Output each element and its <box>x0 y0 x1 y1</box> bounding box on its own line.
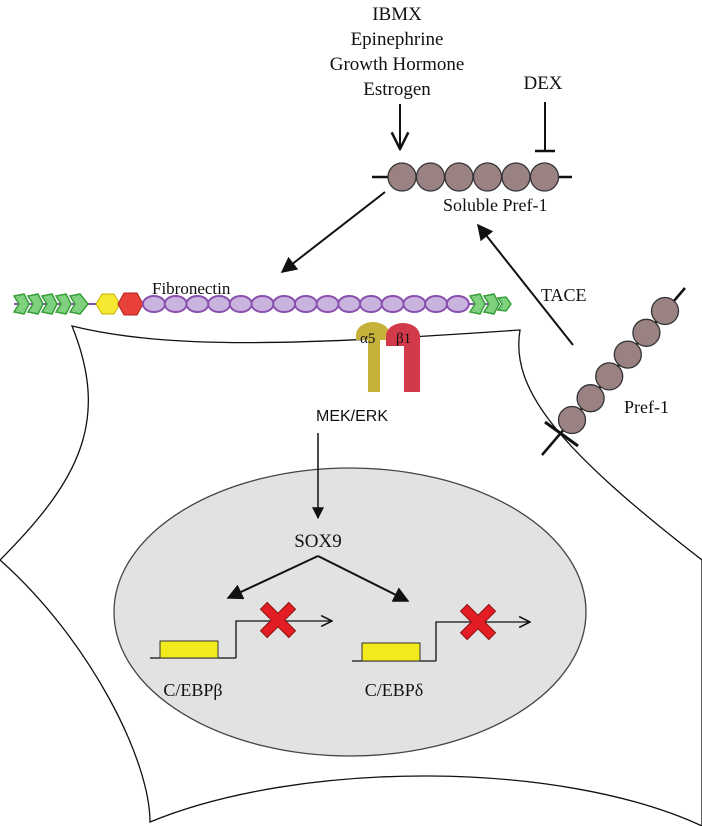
soluble-pref1-bead <box>444 162 474 192</box>
membrane-pref1-bead <box>650 296 680 326</box>
inhibitor-dex: DEX <box>523 73 562 94</box>
soluble-pref1-bead <box>501 162 531 192</box>
fibronectin <box>12 292 512 316</box>
tace-arrow <box>477 223 574 346</box>
fibronectin-green-modules-left <box>12 293 89 315</box>
sox9-to-cebpb-arrow <box>226 555 319 600</box>
integrin-beta-label: β1 <box>396 331 411 347</box>
fibronectin-bead <box>359 295 383 313</box>
soluble-pref1-bead <box>472 162 503 192</box>
fibronectin-bead <box>293 295 318 313</box>
fibronectin-bead <box>163 295 188 313</box>
fibronectin-bead <box>207 295 232 313</box>
pref1-label: Pref-1 <box>624 397 669 417</box>
stimulus-estrogen: Estrogen <box>363 79 431 100</box>
fibronectin-yellow-module <box>95 293 121 315</box>
fibronectin-bead <box>185 295 210 313</box>
fibronectin-bead <box>380 295 405 313</box>
membrane-pref1-bead <box>632 318 661 347</box>
soluble-pref1-bead <box>415 162 446 192</box>
cebpd-gene-box <box>361 642 421 662</box>
mek-erk-label: MEK/ERK <box>316 408 388 425</box>
cebpd-transcription-arrow <box>435 622 530 661</box>
cebpb-gene-box <box>159 640 219 659</box>
tace-label: TACE <box>541 285 587 305</box>
fibronectin-bead <box>424 295 449 313</box>
membrane-pref1-beads <box>557 296 680 435</box>
cebpb-block-x-icon <box>259 601 297 639</box>
integrin-beta1 <box>386 323 420 392</box>
stimulus-epinephrine: Epinephrine <box>351 29 444 50</box>
membrane-pref1 <box>541 287 686 456</box>
gene-cebpd <box>352 603 530 662</box>
membrane-pref1-bead <box>595 362 624 391</box>
gene-cebpb <box>150 601 332 659</box>
fibronectin-bead <box>337 295 362 313</box>
fibronectin-bead <box>315 295 340 313</box>
membrane-pref1-bead <box>557 405 587 435</box>
fibronectin-bead <box>142 295 166 313</box>
soluble-pref1-bead <box>529 162 560 192</box>
cebpb-label: C/EBPβ <box>163 680 222 700</box>
integrin-alpha5 <box>356 322 390 392</box>
fibronectin-bead <box>402 295 427 313</box>
soluble-pref1 <box>372 162 572 192</box>
fibronectin-bead <box>272 295 297 313</box>
cebpd-block-x-icon <box>459 603 497 641</box>
soluble-pref1-bead <box>387 162 417 192</box>
stimulus-growth-hormone: Growth Hormone <box>330 54 465 75</box>
fibronectin-green-modules-right <box>468 293 512 315</box>
integrin-alpha-label: α5 <box>360 331 375 347</box>
cebpb-transcription-arrow <box>235 621 332 658</box>
fibronectin-bead <box>250 295 275 313</box>
soluble-pref1-beads <box>387 162 560 192</box>
fibronectin-bead <box>445 295 470 313</box>
cebpd-label: C/EBPδ <box>365 680 424 700</box>
fibronectin-label: Fibronectin <box>152 279 231 298</box>
soluble-to-fibronectin-arrow <box>280 191 386 273</box>
soluble-pref1-label: Soluble Pref-1 <box>443 195 547 215</box>
nucleus <box>113 467 587 757</box>
membrane-pref1-bead <box>613 340 642 369</box>
membrane-pref1-bead <box>576 384 605 413</box>
fibronectin-red-module <box>117 292 144 316</box>
stimulus-ibmx: IBMX <box>372 4 422 25</box>
fibronectin-beads <box>142 295 470 313</box>
fibronectin-bead <box>228 295 253 313</box>
sox9-to-cebpd-arrow <box>317 555 410 602</box>
sox9-label: SOX9 <box>294 531 342 552</box>
